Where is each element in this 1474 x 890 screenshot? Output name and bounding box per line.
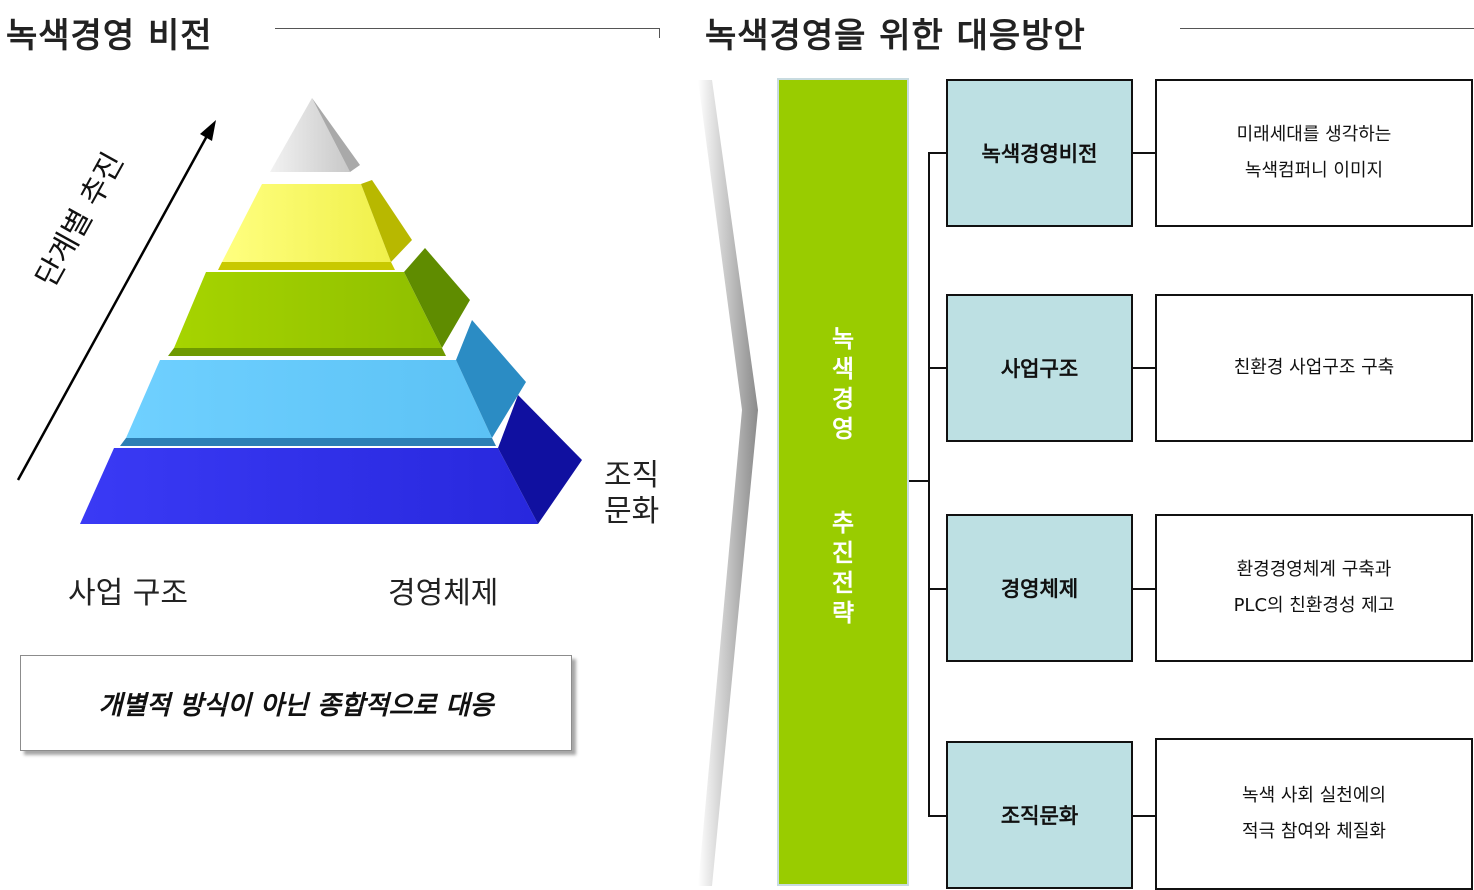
area-box-business-structure: 사업구조 [946, 294, 1133, 442]
strategy-char: 진 [831, 539, 855, 567]
connector-trunk [909, 480, 929, 482]
strategy-char: 경 [831, 385, 855, 413]
strategy-char: 색 [831, 355, 855, 383]
vision-title-rule-tick [659, 28, 660, 38]
connector-link [1132, 588, 1156, 590]
area-label: 사업구조 [1000, 357, 1079, 381]
desc-line: 친환경 사업구조 구축 [1233, 357, 1395, 378]
divider-chevron [698, 80, 758, 886]
pyramid-tier-3 [120, 320, 526, 446]
pyramid-tier-top [270, 98, 360, 172]
strategy-char: 추 [831, 509, 855, 537]
connector-branch [928, 588, 947, 590]
response-title: 녹색경영을 위한 대응방안 [705, 16, 1086, 56]
org-culture-label: 조직 문화 [604, 458, 668, 530]
connector-link [1132, 815, 1156, 817]
org-culture-line-2: 문화 [604, 494, 660, 529]
vision-title-rule [275, 28, 660, 29]
org-culture-line-1: 조직 [604, 458, 660, 493]
business-structure-label: 사업 구조 [68, 576, 188, 611]
pyramid-tier-4 [80, 395, 582, 524]
area-box-green-vision: 녹색경영비전 [946, 79, 1133, 227]
strategy-char: 녹 [831, 325, 855, 353]
desc-box-management-system: 환경경영체계 구축과 PLC의 친환경성 제고 [1155, 514, 1473, 662]
area-label: 경영체제 [1000, 577, 1079, 601]
desc-line: 적극 참여와 체질화 [1242, 821, 1386, 842]
connector-spine [928, 152, 930, 816]
pyramid-tier-2 [168, 248, 470, 356]
connector-branch [928, 152, 947, 154]
strategy-text-top: 녹 색 경 영 [779, 324, 907, 444]
area-box-management-system: 경영체제 [946, 514, 1133, 662]
pyramid-tier-1 [218, 180, 412, 270]
desc-line: 미래세대를 생각하는 [1236, 124, 1392, 145]
connector-branch [928, 815, 947, 817]
area-label: 조직문화 [1000, 804, 1079, 828]
desc-box-business-structure: 친환경 사업구조 구축 [1155, 294, 1473, 442]
desc-line: 환경경영체계 구축과 [1236, 559, 1392, 580]
strategy-text-bottom: 추 진 전 략 [779, 508, 907, 628]
connector-link [1132, 367, 1156, 369]
connector-link [1132, 152, 1156, 154]
integrated-response-note: 개별적 방식이 아닌 종합적으로 대응 [20, 655, 572, 751]
strategy-char: 략 [831, 599, 855, 627]
strategy-char: 영 [831, 415, 855, 443]
pyramid-diagram [16, 98, 582, 524]
desc-line: 녹색 사회 실천에의 [1242, 785, 1386, 806]
strategy-bar: 녹 색 경 영 추 진 전 략 [777, 78, 909, 886]
desc-box-green-vision: 미래세대를 생각하는 녹색컴퍼니 이미지 [1155, 79, 1473, 227]
response-title-rule [1180, 28, 1474, 29]
connector-branch [928, 367, 947, 369]
desc-line: 녹색컴퍼니 이미지 [1244, 160, 1384, 181]
management-system-label: 경영체제 [388, 576, 499, 611]
desc-box-org-culture: 녹색 사회 실천에의 적극 참여와 체질화 [1155, 738, 1473, 890]
up-right-arrow-icon [16, 120, 216, 481]
integrated-response-text: 개별적 방식이 아닌 종합적으로 대응 [98, 690, 494, 721]
area-label: 녹색경영비전 [981, 142, 1098, 166]
area-box-org-culture: 조직문화 [946, 741, 1133, 889]
strategy-char: 전 [831, 569, 855, 597]
vision-title: 녹색경영 비전 [6, 16, 213, 56]
desc-line: PLC의 친환경성 제고 [1233, 595, 1395, 616]
